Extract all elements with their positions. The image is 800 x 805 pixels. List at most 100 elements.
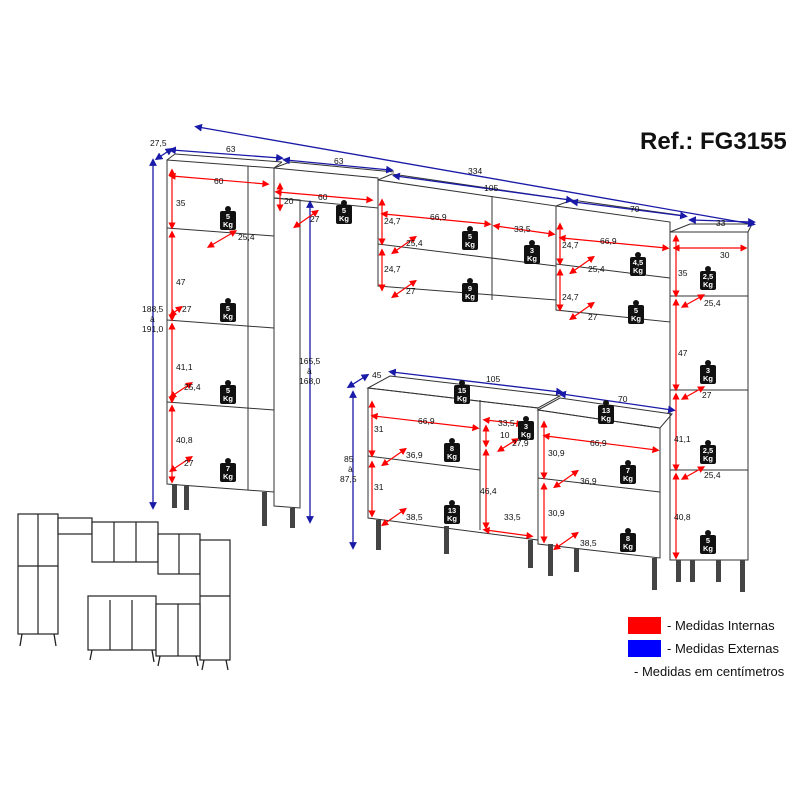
weight-unit: Kg (521, 430, 531, 439)
dim-u-d1: 25,4 (406, 238, 423, 248)
weight-value: 5 (226, 386, 230, 395)
weight-unit: Kg (703, 544, 713, 553)
weight-unit: Kg (633, 266, 643, 275)
weight-icon (705, 440, 711, 446)
weight-badge-u3: 3Kg (524, 240, 540, 264)
dim-depth-base: 45 (372, 370, 382, 380)
legend-external: - Medidas Externas (628, 637, 784, 660)
weight-icon-body (220, 211, 236, 230)
weight-icon-body (628, 305, 644, 324)
legend-unit-note: - Medidas em centímetros (628, 660, 784, 683)
legend-internal-label: - Medidas Internas (667, 618, 775, 633)
base-countertop-70 (536, 397, 673, 429)
dim-t-d2: 27 (182, 304, 192, 314)
weight-badge-r4: 5Kg (700, 530, 716, 554)
weight-icon (625, 460, 631, 466)
dim-d-d: 27,9 (512, 438, 529, 448)
dim-width-d: 70 (630, 204, 640, 214)
dim-height-tall-b: 191,0 (142, 324, 164, 334)
weight-icon (603, 400, 609, 406)
weight-value: 5 (468, 232, 472, 241)
dim-l-width: 66,9 (418, 416, 435, 426)
dim-d-w2: 33,5 (504, 512, 521, 522)
weight-badge-drawer: 3Kg (518, 416, 534, 440)
weight-value: 5 (226, 304, 230, 313)
dim-l-h2: 31 (374, 482, 384, 492)
dim-b-width: 60 (318, 192, 328, 202)
weight-value: 5 (226, 212, 230, 221)
weight-icon (225, 458, 231, 464)
dim-d-h: 10 (500, 430, 510, 440)
weight-value: 9 (468, 284, 472, 293)
weight-value: 7 (626, 466, 630, 475)
dim-t-h1: 35 (176, 198, 186, 208)
weight-badge-u2: 9Kg (462, 278, 478, 302)
dim-t-d3: 25,4 (184, 382, 201, 392)
red-swatch-icon (628, 617, 661, 634)
dim-r-h3: 41,1 (674, 434, 691, 444)
weight-badge-t2: 5Kg (220, 298, 236, 322)
dim-r-h4: 40,8 (674, 512, 691, 522)
weight-icon-body (462, 231, 478, 250)
dim-t-width: 60 (214, 176, 224, 186)
weight-badge-r2: 3Kg (700, 360, 716, 384)
dim-height-base-b: 87,5 (340, 474, 357, 484)
weight-icon-body (630, 257, 646, 276)
tall-side-panel (273, 197, 301, 509)
dim-depth-left: 27,5 (150, 138, 167, 148)
weight-unit: Kg (223, 394, 233, 403)
weight-icon-body (444, 443, 460, 462)
dim-u-h2: 24,7 (384, 264, 401, 274)
dim-u2-h2: 24,7 (562, 292, 579, 302)
dim-u2-d2: 27 (588, 312, 598, 322)
weight-icon-body (524, 245, 540, 264)
weight-badge-u4: 4,5Kg (630, 252, 646, 276)
weight-value: 2,5 (703, 446, 713, 455)
weight-icon-body (454, 385, 470, 404)
weight-unit: Kg (447, 514, 457, 523)
weight-unit: Kg (223, 472, 233, 481)
legs (172, 484, 745, 592)
dim-m-d1: 36,9 (580, 476, 597, 486)
weight-icon (449, 500, 455, 506)
dim-width-c: 105 (484, 183, 498, 193)
dim-t-d4: 27 (184, 458, 194, 468)
weight-unit: Kg (601, 414, 611, 423)
weight-icon-body (518, 421, 534, 440)
weight-icon (467, 226, 473, 232)
weight-icon (705, 266, 711, 272)
weight-badge-l1: 8Kg (444, 438, 460, 462)
weight-icon-body (220, 385, 236, 404)
weight-unit: Kg (703, 280, 713, 289)
weight-value: 3 (706, 366, 710, 375)
weight-icon (529, 240, 535, 246)
weight-icon-body (700, 535, 716, 554)
preview-legs (19, 633, 229, 671)
legend-internal: - Medidas Internas (628, 614, 784, 637)
upper-cabinet-70 (555, 205, 671, 323)
weight-icon-body (220, 303, 236, 322)
dim-u-niche-w: 33,5 (514, 224, 531, 234)
weight-value: 7 (226, 464, 230, 473)
dim-u2-width: 66,9 (600, 236, 617, 246)
weight-icon-body (598, 405, 614, 424)
weight-value: 2,5 (703, 272, 713, 281)
weight-unit: Kg (223, 312, 233, 321)
weight-badge-u5: 5Kg (628, 300, 644, 324)
weight-value: 3 (530, 246, 534, 255)
dim-m-h1: 30,9 (548, 448, 565, 458)
internal-dimension-labels: 60 35 25,4 47 27 41,1 25,4 40,8 27 60 20… (176, 176, 730, 548)
dim-r-width: 30 (720, 250, 730, 260)
weight-badge-u1: 5Kg (462, 226, 478, 250)
weight-icon (523, 416, 529, 422)
dim-width-a: 63 (226, 144, 236, 154)
dim-height-mid: 165,5 (299, 356, 321, 366)
weight-icon (633, 300, 639, 306)
weight-badge-m1: 7Kg (620, 460, 636, 484)
base-cabinet-70 (537, 409, 661, 559)
dim-height-mid-b: 168,0 (299, 376, 321, 386)
weight-unit: Kg (623, 542, 633, 551)
weight-unit: Kg (703, 374, 713, 383)
weight-icon (459, 380, 465, 386)
weight-icon (705, 530, 711, 536)
